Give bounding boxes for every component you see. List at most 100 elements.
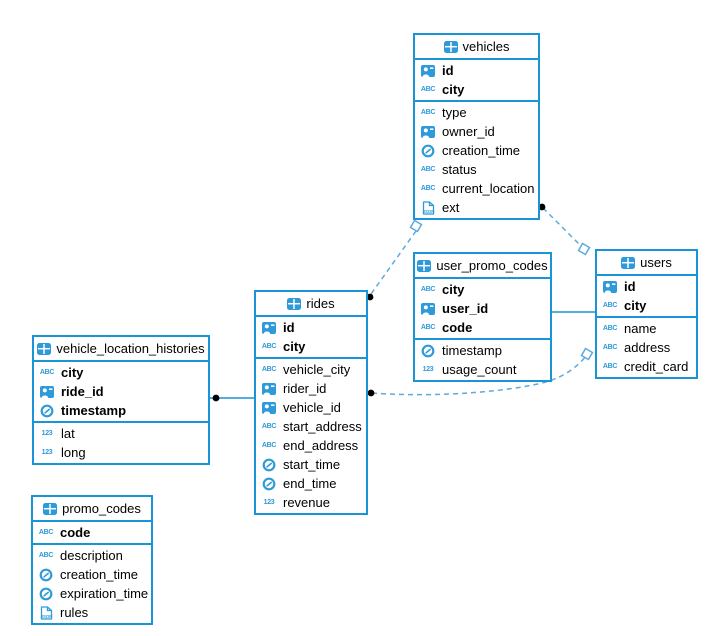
string-glyph: ABC: [261, 343, 277, 350]
table-icon: [443, 40, 458, 53]
string-type-icon: ABC: [38, 369, 56, 376]
relation-rides-vehicles[interactable]: [370, 230, 417, 295]
relation-vehicles-users[interactable]: [542, 207, 582, 247]
table-name: promo_codes: [62, 501, 141, 516]
string-glyph: ABC: [420, 324, 436, 331]
column-name: usage_count: [442, 362, 517, 377]
uuid-type-icon: [419, 64, 437, 77]
column-row: timestamp: [415, 341, 550, 360]
column-row: expiration_time: [33, 584, 151, 603]
column-name: name: [624, 321, 657, 336]
column-row: ABC name: [597, 319, 696, 338]
column-name: ride_id: [61, 384, 104, 399]
timestamp-type-icon: [37, 568, 55, 582]
column-name: id: [283, 320, 295, 335]
uuid-type-icon: [38, 385, 56, 398]
column-row: ABC city: [34, 363, 208, 382]
table-header[interactable]: vehicles: [415, 35, 538, 60]
relation-rides-users[interactable]: [371, 355, 587, 396]
string-glyph: ABC: [420, 286, 436, 293]
string-glyph: ABC: [420, 86, 436, 93]
string-glyph: ABC: [261, 366, 277, 373]
table-header[interactable]: users: [597, 251, 696, 276]
timestamp-type-icon: [38, 404, 56, 418]
table-name: vehicles: [462, 39, 510, 54]
table-header[interactable]: promo_codes: [33, 497, 151, 522]
timestamp-type-icon: [419, 144, 437, 158]
relation-dot-endpoint: [538, 203, 546, 211]
string-type-icon: ABC: [419, 109, 437, 116]
column-name: city: [61, 365, 84, 380]
relation-dot-endpoint: [366, 293, 374, 301]
uuid-type-icon: [419, 302, 437, 315]
timestamp-type-icon: [37, 587, 55, 601]
string-type-icon: ABC: [37, 552, 55, 559]
column-row: creation_time: [415, 141, 538, 160]
string-type-icon: ABC: [260, 343, 278, 350]
string-glyph: ABC: [602, 325, 618, 332]
column-name: id: [442, 63, 454, 78]
column-name: city: [624, 298, 647, 313]
table-name: vehicle_location_histories: [56, 341, 205, 356]
column-name: current_location: [442, 181, 535, 196]
table-icon: [417, 259, 432, 272]
string-type-icon: ABC: [260, 442, 278, 449]
column-row: id: [256, 318, 366, 337]
number-glyph: 123: [41, 430, 53, 437]
columns-section: timestamp 123 usage_count: [415, 340, 550, 380]
column-name: timestamp: [442, 343, 502, 358]
column-name: address: [624, 340, 671, 355]
column-row: ABC code: [415, 318, 550, 337]
svg-text:JSON: JSON: [40, 614, 52, 619]
column-name: rider_id: [283, 381, 327, 396]
column-row: ride_id: [34, 382, 208, 401]
uuid-type-icon: [260, 382, 278, 395]
number-glyph: 123: [41, 449, 53, 456]
number-glyph: 123: [422, 366, 434, 373]
string-glyph: ABC: [420, 109, 436, 116]
relation-diamond-endpoint: [409, 219, 423, 233]
column-name: end_address: [283, 438, 359, 453]
table-header[interactable]: rides: [256, 292, 366, 317]
column-name: creation_time: [60, 567, 139, 582]
string-type-icon: ABC: [601, 325, 619, 332]
column-name: code: [442, 320, 473, 335]
table-header[interactable]: user_promo_codes: [415, 254, 550, 279]
number-type-icon: 123: [260, 499, 278, 506]
column-name: vehicle_city: [283, 362, 351, 377]
column-name: vehicle_id: [283, 400, 341, 415]
column-row: id: [597, 277, 696, 296]
string-type-icon: ABC: [260, 423, 278, 430]
column-row: start_time: [256, 455, 366, 474]
number-type-icon: 123: [38, 449, 56, 456]
uuid-type-icon: [419, 125, 437, 138]
json-type-icon: JSON: [37, 605, 55, 620]
table-header[interactable]: vehicle_location_histories: [34, 337, 208, 362]
string-type-icon: ABC: [601, 363, 619, 370]
uuid-type-icon: [260, 401, 278, 414]
json-type-icon: JSON: [419, 200, 437, 215]
column-name: city: [442, 82, 465, 97]
string-type-icon: ABC: [419, 324, 437, 331]
